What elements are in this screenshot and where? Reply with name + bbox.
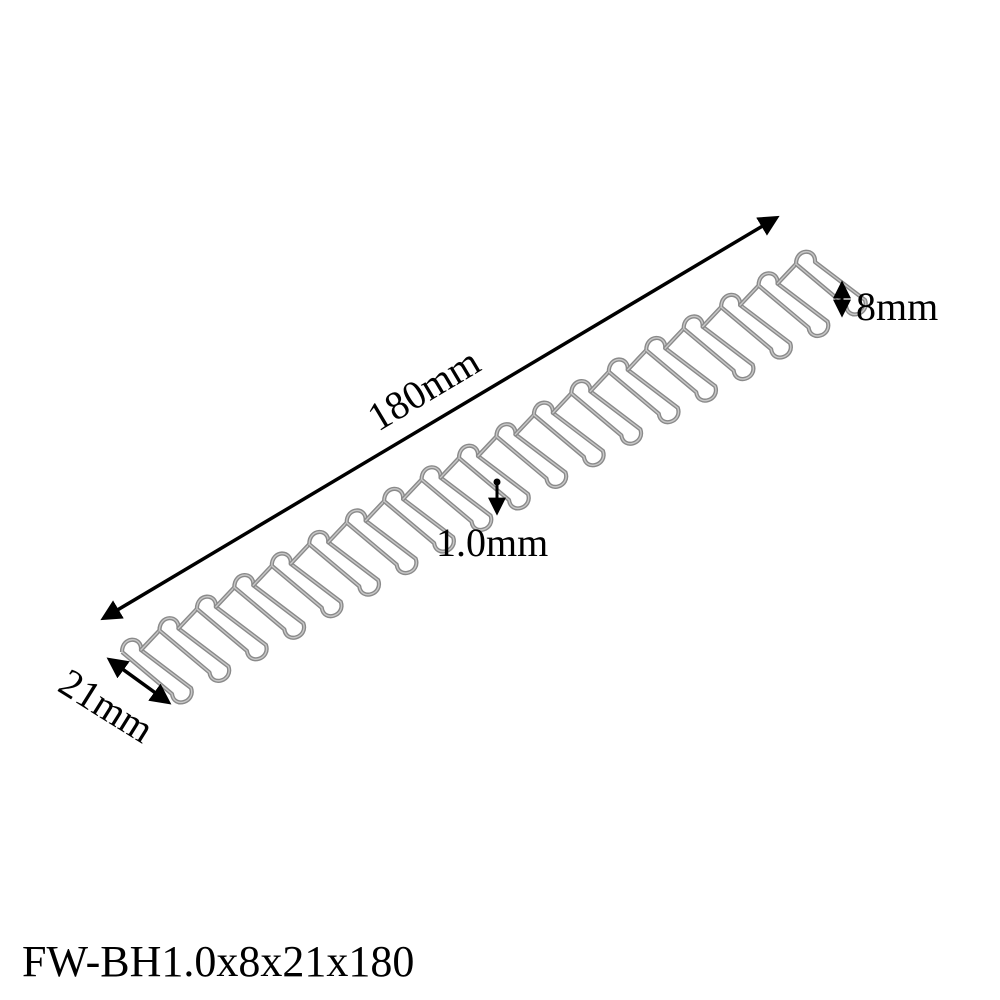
spring-coil-link [739,284,760,306]
spring-coil-link [477,435,498,457]
spring-coil-link [589,371,610,393]
spring-coil-link [364,500,385,522]
spring-coil-link [290,543,310,565]
spring-coil-link [327,521,348,543]
spring-coil-link [664,327,685,349]
length-dimension-arrow [100,215,780,621]
spring-coil-link [514,414,535,436]
spring-coil-link [627,349,647,371]
model-code-label: FW-BH1.0x8x21x180 [22,937,415,986]
height-dimension-label: 8mm [856,284,938,329]
spring-coil-link [701,306,722,328]
spring-coil-link [140,629,161,651]
spring-coil-highlight [121,639,193,704]
spring-coil-link [215,586,236,608]
length-dimension-label: 180mm [360,338,488,439]
spring-coil-link [177,608,198,630]
spring-coil-wire [119,249,868,705]
spring-coil-link [552,392,573,414]
spring-coil-link [439,457,460,479]
spring-coil-link [776,263,797,285]
spring-coil-link [252,565,273,587]
wire-dimension-label: 1.0mm [436,520,548,565]
spring-coil-link [402,478,423,500]
width-dimension-arrow [106,657,172,705]
